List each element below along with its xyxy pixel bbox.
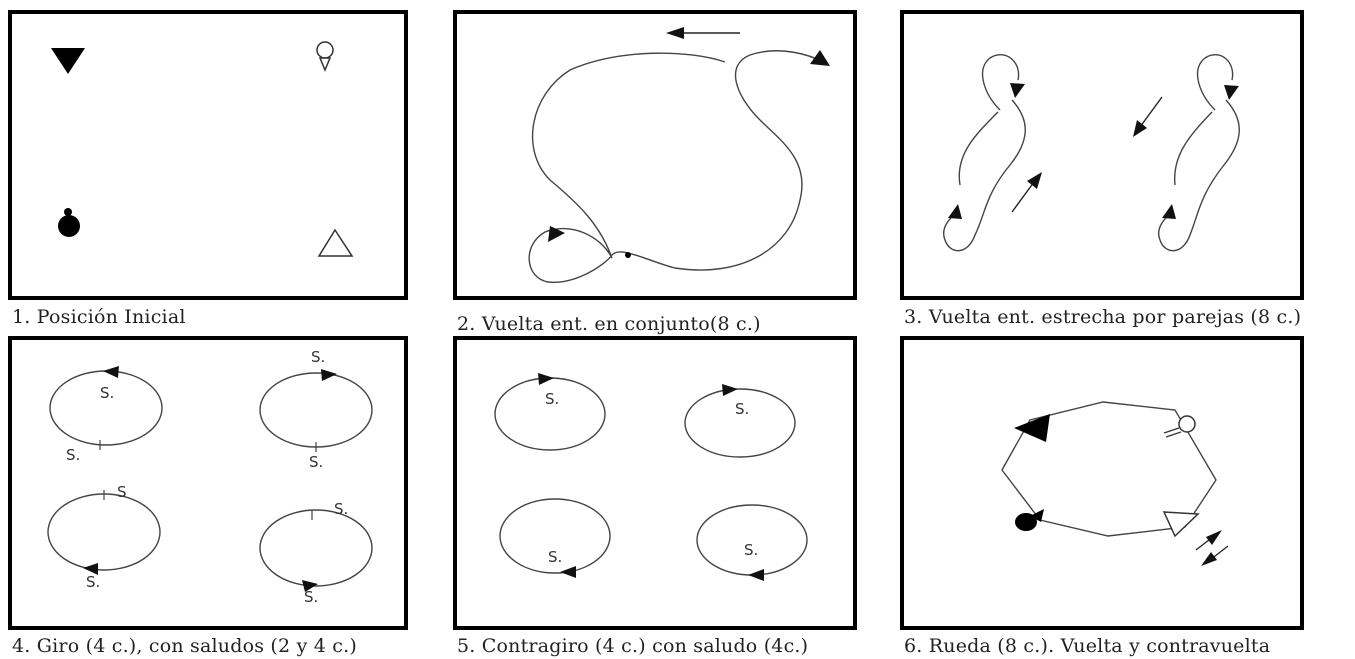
circle-path xyxy=(499,498,611,574)
salute-label: S. xyxy=(86,573,100,591)
arrowhead-icon xyxy=(548,226,565,242)
octagon-path xyxy=(1001,401,1217,537)
panel-6: 6. Rueda (8 c.). Vuelta y contravuelta xyxy=(900,336,1304,657)
panel-5: S. S. S. S. 5. Contragiro (4 c.) con sal… xyxy=(453,336,857,657)
panel-2-caption: 2. Vuelta ent. en conjunto(8 c.) xyxy=(457,313,761,335)
arrowhead-icon xyxy=(948,204,962,219)
panel-6-frame xyxy=(900,336,1304,630)
arrowhead-icon xyxy=(810,50,830,66)
salute-label: S. xyxy=(311,348,325,366)
solid-circle-dancer xyxy=(1015,509,1044,531)
arrowhead-icon xyxy=(748,569,764,581)
arrowhead-icon xyxy=(302,580,318,592)
salute-label: S. xyxy=(545,390,559,408)
arrowhead-icon xyxy=(103,366,119,378)
salute-label: S. xyxy=(304,588,318,606)
salute-label: S. xyxy=(100,384,114,402)
left-arrow-icon xyxy=(666,27,740,39)
panel-5-caption: 5. Contragiro (4 c.) con saludo (4c.) xyxy=(457,635,808,657)
salute-label: S. xyxy=(334,500,348,518)
solid-triangle-dancer xyxy=(51,48,85,74)
left-s-strand xyxy=(958,111,999,186)
circle-path xyxy=(259,509,373,587)
arrowhead-icon xyxy=(1224,85,1239,100)
group-path xyxy=(528,50,824,283)
arrowhead-icon xyxy=(1010,83,1025,98)
hollow-triangle-dancer xyxy=(1162,511,1200,538)
panel-1-caption: 1. Posición Inicial xyxy=(12,306,186,328)
panel-5-frame xyxy=(453,336,857,630)
salute-label: S xyxy=(117,483,127,501)
right-s-path xyxy=(1158,53,1240,252)
salute-label: S. xyxy=(548,548,562,566)
salute-label: S. xyxy=(744,541,758,559)
arrowhead-icon xyxy=(560,566,576,578)
panel-3: 3. Vuelta ent. estrecha por parejas (8 c… xyxy=(900,10,1304,328)
right-s-strand xyxy=(1174,111,1213,186)
salute-label: S. xyxy=(66,446,80,464)
panel-2: 2. Vuelta ent. en conjunto(8 c.) xyxy=(453,10,857,335)
hollow-triangle-dancer xyxy=(317,228,354,257)
panel-3-caption: 3. Vuelta ent. estrecha por parejas (8 c… xyxy=(904,306,1301,328)
arrowhead-icon xyxy=(722,384,738,396)
solid-triangle-dancer xyxy=(1014,414,1050,442)
panel-1: 1. Posición Inicial xyxy=(8,10,408,328)
left-s-path xyxy=(943,53,1026,252)
salute-label: S. xyxy=(309,453,323,471)
panel-3-frame xyxy=(900,10,1304,300)
panel-6-caption: 6. Rueda (8 c.). Vuelta y contravuelta xyxy=(904,635,1270,657)
panel-4: S. S. S. S. S S. S. S. 4. Giro (4 c.), c… xyxy=(8,336,408,657)
start-dot xyxy=(625,252,631,258)
arrowhead-icon xyxy=(321,369,337,381)
counter-arrows-icon xyxy=(1195,530,1229,566)
solid-circle-dancer xyxy=(58,208,80,237)
arrowhead-icon xyxy=(538,373,554,385)
circle-path xyxy=(684,388,796,458)
arrowhead-icon xyxy=(83,563,98,575)
hollow-circle-dancer xyxy=(1163,415,1196,438)
hollow-circle-dancer xyxy=(316,41,334,72)
salute-label: S. xyxy=(735,400,749,418)
panel-2-frame xyxy=(453,10,857,300)
arrowhead-icon xyxy=(1162,204,1176,219)
diagonal-arrows-icon xyxy=(1011,96,1163,213)
panel-4-frame xyxy=(8,336,408,630)
panel-4-caption: 4. Giro (4 c.), con saludos (2 y 4 c.) xyxy=(12,635,357,657)
